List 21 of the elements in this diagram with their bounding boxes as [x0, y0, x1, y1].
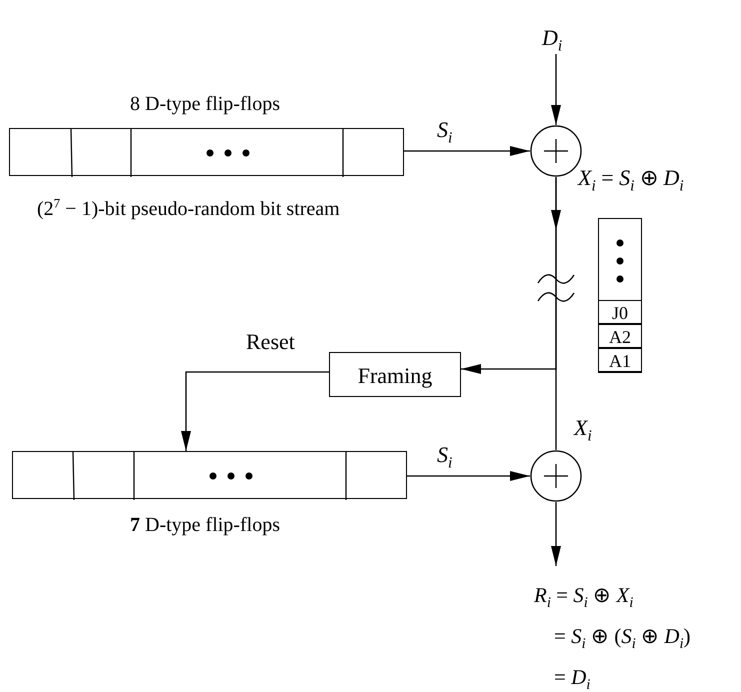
register-caption: 7 D-type flip-flops — [130, 514, 280, 536]
equation-line: = S$_{i}$ ⊕ (S$_{i}$ ⊕ D$_{i}$) — [554, 625, 691, 648]
arrow — [407, 471, 530, 481]
frame-byte-label: J0 — [598, 300, 642, 324]
arrow — [461, 177, 557, 374]
arrow — [404, 146, 530, 156]
equation-line: = D$_{i}$ — [554, 666, 590, 690]
frame-byte-label: A1 — [598, 348, 642, 372]
arrow — [551, 502, 561, 566]
signal-label: D$_{i}$ — [542, 26, 562, 50]
register-caption: (2$^{7}$ − 1)-bit pseudo-random bit stream — [37, 198, 340, 220]
framing-box — [329, 352, 461, 397]
equation-line: R$_{i}$ = S$_{i}$ ⊕ X$_{i}$ — [534, 584, 634, 608]
register-caption: 8 D-type flip-flops — [130, 93, 280, 115]
frame-byte-label: A2 — [598, 324, 642, 348]
arrow — [551, 54, 561, 125]
box-label: Framing — [356, 364, 434, 388]
signal-label: X$_{i}$ — [574, 416, 592, 440]
xor-circle — [530, 450, 582, 502]
frame-stack — [598, 218, 642, 373]
arrow — [181, 371, 329, 451]
